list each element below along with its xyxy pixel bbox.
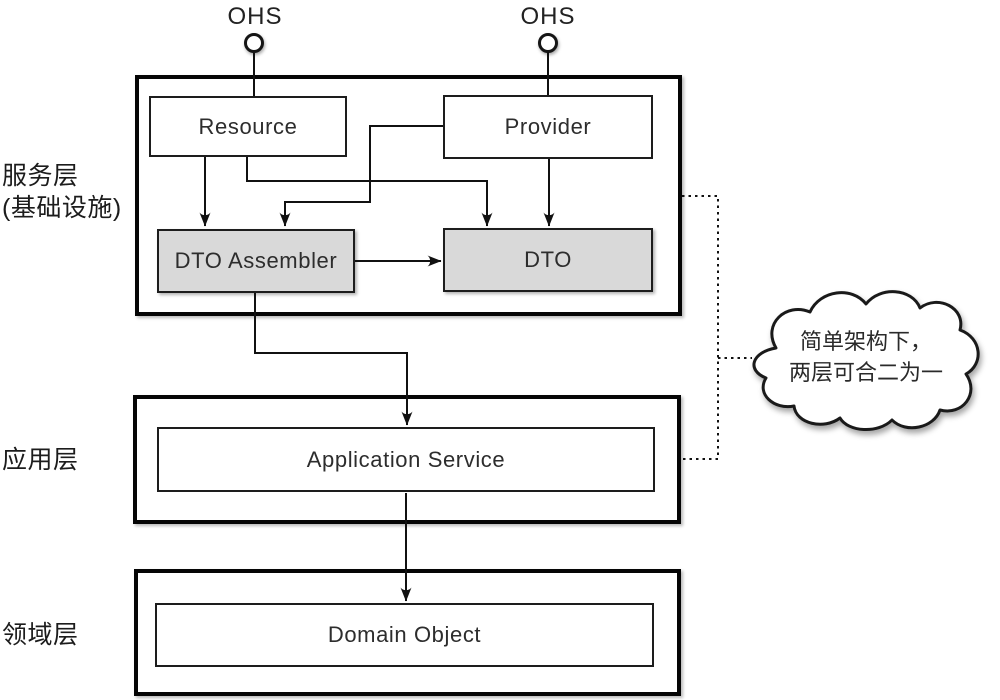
ohs-label-left: OHS [227, 3, 283, 30]
layer-label-domain: 领域层 [2, 621, 79, 649]
layer-label-service: 服务层 (基础设施) [2, 160, 122, 224]
provider-box: Provider [443, 95, 653, 159]
application-service-box: Application Service [157, 427, 655, 492]
layer-label-application: 应用层 [2, 446, 79, 474]
dotted-brace [682, 195, 719, 460]
ohs-label-right: OHS [520, 3, 576, 30]
cloud-note-text: 简单架构下， 两层可合二为一 [756, 326, 976, 388]
ohs-lollipop-icon-left [244, 33, 264, 53]
domain-object-box: Domain Object [155, 603, 654, 667]
resource-box: Resource [149, 96, 347, 157]
cloud-callout-icon [752, 290, 980, 432]
cloud-note-line1: 简单架构下， [799, 329, 932, 354]
layer-label-service-line1: 服务层 [2, 162, 79, 190]
cloud-note-line2: 两层可合二为一 [788, 360, 943, 385]
dto-box: DTO [443, 228, 653, 292]
layer-label-service-line2: (基础设施) [2, 194, 122, 222]
dto-assembler-box: DTO Assembler [157, 229, 355, 293]
ohs-lollipop-icon-right [538, 33, 558, 53]
